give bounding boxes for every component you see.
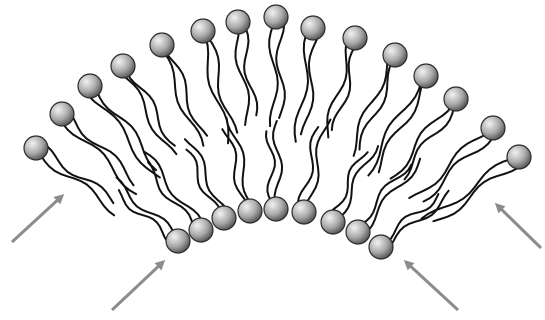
- inner-lipid-head: [212, 206, 236, 230]
- lipid-tail: [387, 194, 438, 242]
- lipid-tail: [185, 139, 226, 208]
- lipid-tail: [164, 53, 203, 146]
- pointer-arrow: [112, 262, 163, 310]
- lipid-tail: [209, 38, 238, 133]
- lipid-tail: [127, 73, 175, 146]
- lipid-tail: [276, 25, 285, 118]
- lipid-tail: [117, 178, 174, 234]
- lipid-tail: [422, 159, 511, 219]
- lipid-tail: [327, 44, 346, 138]
- inner-lipid-head: [166, 229, 190, 253]
- outer-lipid-head: [78, 74, 102, 98]
- lipid-tail: [424, 139, 493, 202]
- outer-lipid-head: [507, 145, 531, 169]
- inner-lipid-head: [321, 210, 345, 234]
- outer-lipid-head: [481, 116, 505, 140]
- pointer-arrow: [406, 262, 458, 310]
- inner-leaflet-heads: [166, 197, 393, 259]
- pointer-arrow: [12, 196, 62, 242]
- lipid-tail: [298, 127, 318, 202]
- pointer-arrow: [497, 205, 541, 248]
- lipid-tail: [295, 35, 308, 142]
- lipid-tail: [145, 152, 202, 219]
- inner-lipid-head: [238, 199, 262, 223]
- inner-lipid-head: [292, 200, 316, 224]
- inner-lipid-head: [189, 218, 213, 242]
- lipid-tail: [269, 25, 278, 126]
- outer-lipid-head: [301, 16, 325, 40]
- lipid-tail: [332, 46, 356, 130]
- lipid-tail: [89, 97, 160, 178]
- inner-lipid-head: [369, 235, 393, 259]
- inner-lipid-head: [346, 220, 370, 244]
- outer-lipid-head: [50, 102, 74, 126]
- outer-lipid-head: [226, 10, 250, 34]
- outer-lipid-head: [343, 26, 367, 50]
- lipid-tail: [72, 115, 134, 185]
- outer-lipid-head: [264, 5, 288, 29]
- outer-lipid-head: [150, 33, 174, 57]
- outer-lipid-head: [111, 54, 135, 78]
- lipid-tail: [123, 75, 176, 154]
- lipid-tail: [369, 159, 421, 231]
- lipid-tail: [360, 62, 392, 149]
- lipid-tail: [391, 106, 452, 179]
- outer-lipid-head: [24, 136, 48, 160]
- outer-lipid-head: [383, 43, 407, 67]
- inner-lipid-head: [264, 197, 288, 221]
- lipid-tail: [340, 146, 378, 217]
- outer-lipid-head: [414, 64, 438, 88]
- outer-lipid-head: [444, 87, 468, 111]
- lipid-tail: [244, 29, 257, 115]
- lipid-tail: [306, 120, 331, 205]
- outer-lipid-head: [191, 19, 215, 43]
